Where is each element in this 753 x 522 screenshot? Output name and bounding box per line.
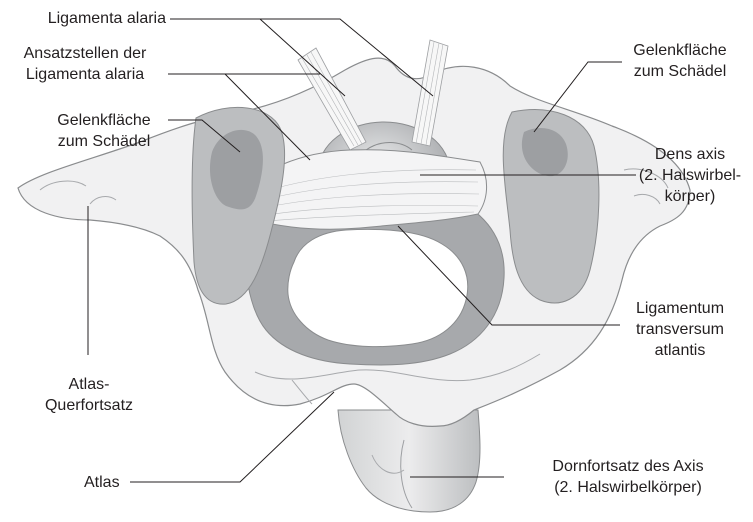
label-gelenkflaeche-right: Gelenkfläche zum Schädel — [620, 40, 740, 82]
vertebral-foramen — [288, 229, 468, 346]
articular-facet-right — [503, 110, 599, 303]
label-ligamenta-alaria: Ligamenta alaria — [16, 8, 166, 29]
label-dornfortsatz: Dornfortsatz des Axis (2. Halswirbelkörp… — [508, 456, 748, 498]
label-ansatzstellen: Ansatzstellen der Ligamenta alaria — [2, 43, 168, 85]
label-atlas: Atlas — [84, 472, 144, 493]
label-ligamentum-transversum: Ligamentum transversum atlantis — [620, 298, 740, 361]
label-gelenkflaeche-left: Gelenkfläche zum Schädel — [40, 110, 168, 152]
label-dens-axis: Dens axis (2. Halswirbel- körper) — [632, 144, 748, 207]
axis-spinous-process — [338, 410, 480, 512]
leader-atlas — [130, 392, 334, 482]
label-atlas-querfortsatz: Atlas- Querfortsatz — [30, 374, 148, 416]
